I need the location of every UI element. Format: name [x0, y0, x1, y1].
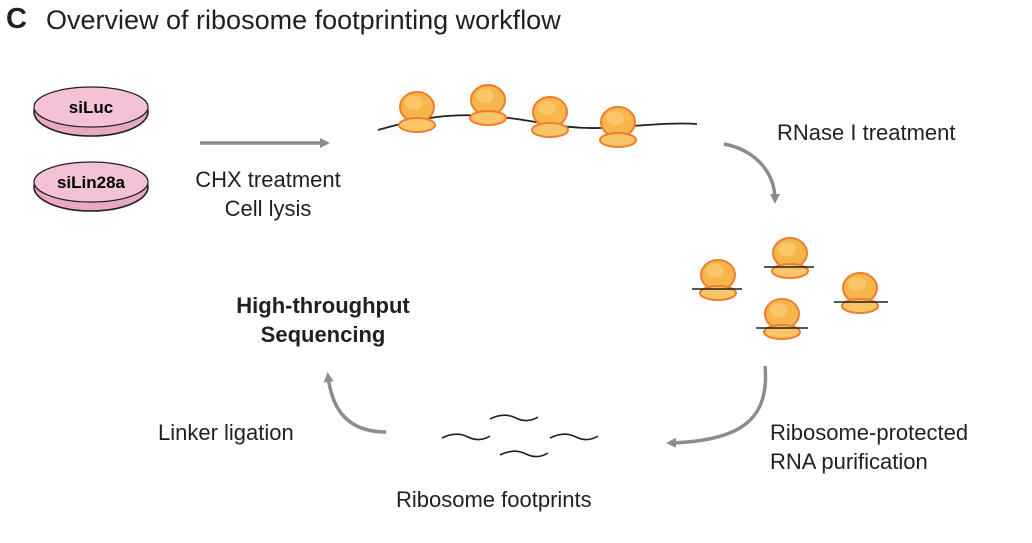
step-sequencing-line1: High-throughput: [236, 293, 410, 318]
dish-label-silin28a: siLin28a: [57, 173, 126, 192]
ribosome-1: [398, 91, 436, 133]
step-purification-line2: RNA purification: [770, 449, 928, 474]
arrow-linker: [323, 372, 387, 434]
step-chx-line2: Cell lysis: [224, 196, 312, 221]
monosome-3: [841, 272, 879, 314]
step-chx: CHX treatment Cell lysis: [176, 167, 360, 222]
monosome-4: [763, 298, 801, 340]
step-footprints: Ribosome footprints: [396, 487, 592, 512]
polysome: [377, 84, 698, 148]
monosomes: [692, 237, 888, 340]
panel-letter: C: [6, 3, 27, 35]
footprints: [441, 414, 599, 458]
step-sequencing-line2: Sequencing: [260, 322, 386, 347]
step-linker: Linker ligation: [158, 420, 294, 445]
arrow-rnase: [723, 142, 780, 204]
step-rnase: RNase I treatment: [777, 120, 956, 145]
monosome-2: [771, 237, 809, 279]
dish-silin28a: siLin28a: [33, 161, 149, 212]
ribosome-4: [599, 106, 637, 148]
monosome-1: [699, 259, 737, 301]
step-sequencing: High-throughput Sequencing: [205, 293, 441, 348]
ribosome-2: [469, 84, 507, 126]
step-purification: Ribosome-protected RNA purification: [770, 420, 968, 475]
dish-siluc: siLuc: [33, 86, 149, 137]
figure-title: Overview of ribosome footprinting workfl…: [46, 5, 561, 35]
dish-label-siluc: siLuc: [69, 98, 113, 117]
arrow-purification: [666, 365, 768, 448]
ribosome-3: [531, 96, 569, 138]
step-purification-line1: Ribosome-protected: [770, 420, 969, 445]
step-chx-line1: CHX treatment: [195, 167, 341, 192]
